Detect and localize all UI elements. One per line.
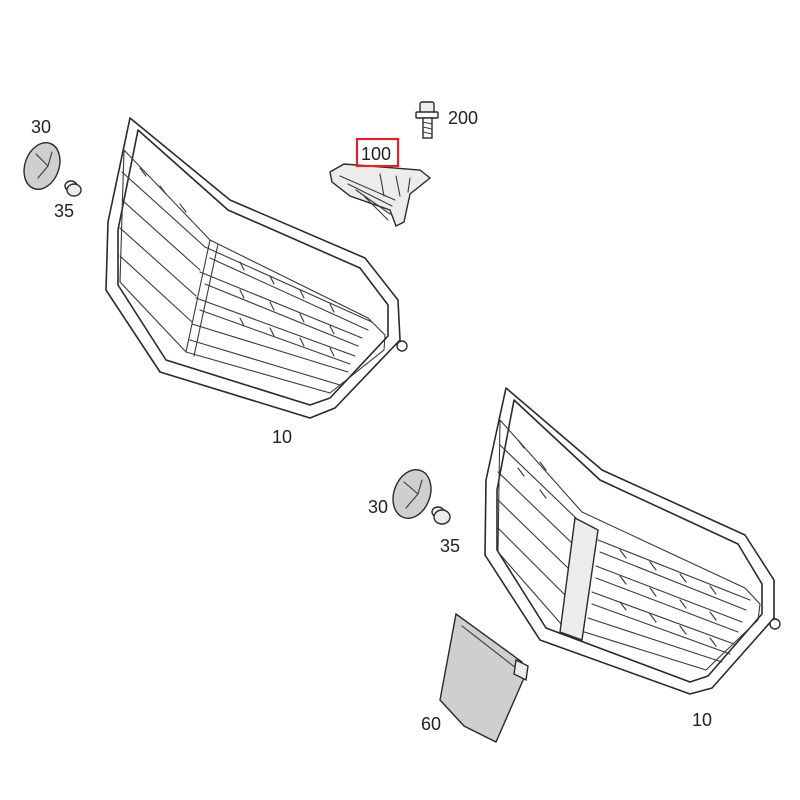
callout-grille-lower: 10 [692, 710, 712, 730]
grille-upper [105, 117, 408, 419]
nut-upper [64, 180, 82, 197]
grille-lower [484, 387, 781, 695]
highlight-box [355, 137, 400, 168]
callout-bolt: 200 [448, 108, 478, 128]
callout-nut-lower: 35 [440, 536, 460, 556]
nut-lower [431, 506, 451, 525]
bracket-part [329, 163, 432, 227]
callout-nut-upper: 35 [54, 201, 74, 221]
callout-grille-upper: 10 [272, 427, 292, 447]
callout-emblem-lower: 30 [368, 497, 388, 517]
callout-bracket: 100 [361, 144, 391, 164]
callout-cover-panel: 60 [421, 714, 441, 734]
emblem-upper [23, 142, 61, 190]
cover-panel [439, 612, 529, 743]
bolt-part [415, 101, 439, 139]
emblem-lower [392, 469, 432, 519]
callout-emblem-upper: 30 [31, 117, 51, 137]
